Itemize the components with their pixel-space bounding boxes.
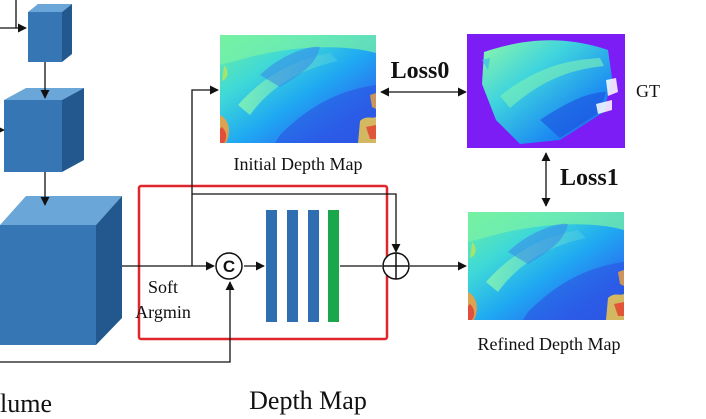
depth-map-caption: Depth Map [249,386,367,415]
ground-truth-image [467,34,625,148]
conv-layer-output [328,210,339,322]
concat-node: C [215,252,243,280]
soft-argmin-label-line1: Soft [148,277,178,297]
gt-label: GT [636,81,660,101]
conv-layers [266,210,339,322]
circled-plus-icon [382,252,410,280]
circled-c-icon: C [223,257,235,276]
loss1-label: Loss1 [560,165,619,191]
soft-argmin-label-line2: Argmin [135,302,191,322]
volume-caption: lume [0,389,52,418]
cube-connectors [0,0,50,206]
refined-depth-map-label: Refined Depth Map [478,334,621,354]
cost-volume-cube-large [0,196,122,345]
cost-volume-cube-small [28,4,72,62]
flow-lines [0,85,551,363]
cost-volume-cube-medium [4,88,84,172]
initial-depth-map-label: Initial Depth Map [234,154,363,174]
conv-layer-3 [308,210,319,322]
conv-layer-2 [287,210,298,322]
loss0-label: Loss0 [391,58,450,84]
initial-depth-map-image [220,35,376,143]
conv-layer-1 [266,210,277,322]
refined-depth-map-image [468,212,624,320]
